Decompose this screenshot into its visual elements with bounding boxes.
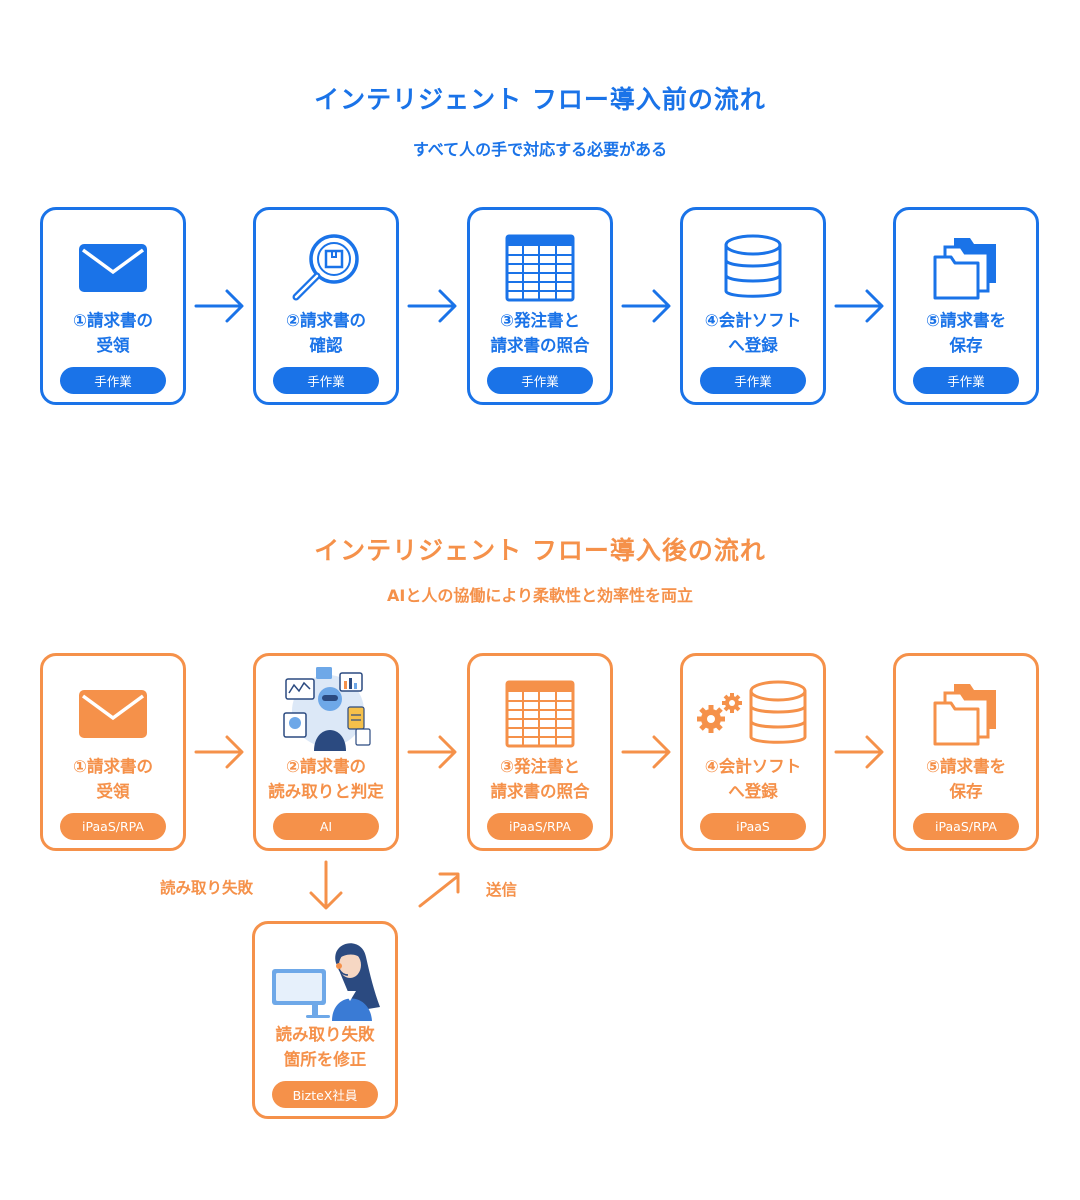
step-label: ④会計ソフト へ登録 xyxy=(704,311,802,355)
step-tag: 手作業 xyxy=(273,367,379,394)
after-subtitle: AIと人の協働により柔軟性と効率性を両立 xyxy=(386,586,694,605)
step-label: ①請求書の 受領 xyxy=(73,757,153,801)
folders-icon xyxy=(896,222,1036,314)
after-branch-step: 読み取り失敗 箇所を修正 BizteX社員 xyxy=(252,921,398,1119)
step-tag: 手作業 xyxy=(700,367,806,394)
arrow-down-icon xyxy=(309,860,343,910)
ai-robot-icon xyxy=(256,662,396,754)
before-step-3: ③発注書と 請求書の照合 手作業 xyxy=(467,207,613,405)
step-tag: iPaaS/RPA xyxy=(60,813,166,840)
envelope-icon xyxy=(43,668,183,760)
step-tag: AI xyxy=(273,813,379,840)
step-label: ③発注書と 請求書の照合 xyxy=(490,311,590,355)
before-title: インテリジェント フロー導入前の流れ xyxy=(314,85,766,114)
step-label: ②請求書の 読み取りと判定 xyxy=(268,757,384,801)
step-label: ③発注書と 請求書の照合 xyxy=(490,757,590,801)
arrow-right-icon xyxy=(834,289,884,323)
step-label: ①請求書の 受領 xyxy=(73,311,153,355)
step-label: ④会計ソフト へ登録 xyxy=(704,757,802,801)
step-tag: 手作業 xyxy=(60,367,166,394)
step-label: ⑤請求書を 保存 xyxy=(926,757,1006,801)
envelope-icon xyxy=(43,222,183,314)
read-failure-label: 読み取り失敗 xyxy=(160,879,254,897)
arrow-right-icon xyxy=(194,735,244,769)
spreadsheet-icon xyxy=(470,222,610,314)
step-label: ⑤請求書を 保存 xyxy=(926,311,1006,355)
after-step-1: ①請求書の 受領 iPaaS/RPA xyxy=(40,653,186,851)
step-tag: BizteX社員 xyxy=(272,1081,378,1108)
arrow-right-icon xyxy=(834,735,884,769)
step-tag: iPaaS/RPA xyxy=(913,813,1019,840)
after-title: インテリジェント フロー導入後の流れ xyxy=(314,536,766,565)
step-label: ②請求書の 確認 xyxy=(286,311,366,355)
arrow-right-icon xyxy=(407,289,457,323)
magnifier-icon xyxy=(256,222,396,314)
after-step-5: ⑤請求書を 保存 iPaaS/RPA xyxy=(893,653,1039,851)
after-step-2: ②請求書の 読み取りと判定 AI xyxy=(253,653,399,851)
arrow-right-icon xyxy=(621,735,671,769)
gears-database-icon xyxy=(683,668,823,760)
step-label: 読み取り失敗 箇所を修正 xyxy=(275,1025,375,1069)
step-tag: iPaaS xyxy=(700,813,806,840)
operator-icon xyxy=(255,932,395,1024)
arrow-right-icon xyxy=(621,289,671,323)
arrow-right-icon xyxy=(194,289,244,323)
before-step-5: ⑤請求書を 保存 手作業 xyxy=(893,207,1039,405)
after-step-3: ③発注書と 請求書の照合 iPaaS/RPA xyxy=(467,653,613,851)
database-icon xyxy=(683,222,823,314)
send-label: 送信 xyxy=(486,881,518,899)
folders-icon xyxy=(896,668,1036,760)
arrow-right-icon xyxy=(407,735,457,769)
step-tag: 手作業 xyxy=(913,367,1019,394)
before-step-4: ④会計ソフト へ登録 手作業 xyxy=(680,207,826,405)
before-step-2: ②請求書の 確認 手作業 xyxy=(253,207,399,405)
before-step-1: ①請求書の 受領 手作業 xyxy=(40,207,186,405)
before-subtitle: すべて人の手で対応する必要がある xyxy=(412,140,668,159)
after-step-4: ④会計ソフト へ登録 iPaaS xyxy=(680,653,826,851)
step-tag: iPaaS/RPA xyxy=(487,813,593,840)
step-tag: 手作業 xyxy=(487,367,593,394)
spreadsheet-icon xyxy=(470,668,610,760)
arrow-up-right-icon xyxy=(418,872,460,908)
